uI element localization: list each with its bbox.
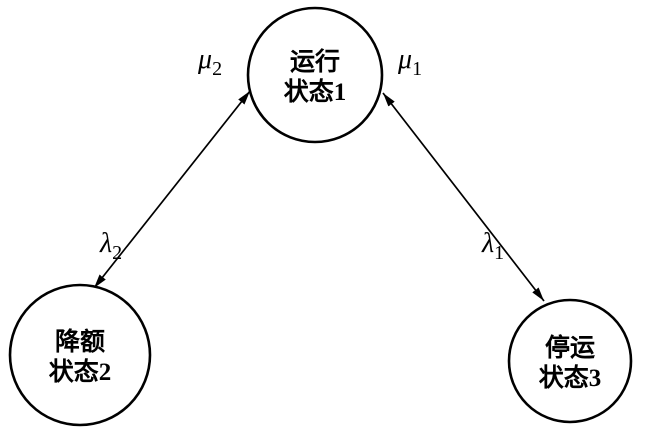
lambda1-subscript: 1 bbox=[494, 242, 504, 264]
state-2-circle bbox=[8, 283, 152, 427]
state-2-label-line2: 状态2 bbox=[49, 358, 112, 386]
state-2-label-line1: 降额 bbox=[55, 328, 105, 356]
mu2-symbol: μ bbox=[197, 44, 212, 75]
lambda2-subscript: 2 bbox=[112, 242, 122, 264]
lambda1-symbol: λ bbox=[481, 228, 494, 259]
state-1-label-line1: 运行 bbox=[290, 48, 340, 76]
mu1-symbol: μ bbox=[397, 44, 412, 75]
lambda2-symbol: λ bbox=[99, 228, 112, 259]
state-3-label-line2: 状态3 bbox=[539, 364, 602, 392]
state-1-circle bbox=[246, 6, 384, 144]
state-1-label-line2: 状态1 bbox=[284, 78, 347, 106]
mu1-subscript: 1 bbox=[412, 58, 422, 80]
transition-label-lambda1: λ1 bbox=[481, 228, 504, 264]
state-2-label: 降额状态2 bbox=[49, 328, 112, 386]
transition-label-mu2: μ2 bbox=[197, 44, 222, 80]
state-3-label-line1: 停运 bbox=[545, 333, 595, 362]
state-1-label: 运行状态1 bbox=[284, 48, 347, 106]
transition-arrow-state1-state3 bbox=[382, 92, 545, 302]
transition-label-mu1: μ1 bbox=[397, 44, 422, 80]
transition-arrow-state1-state2 bbox=[93, 90, 251, 289]
transition-label-lambda2: λ2 bbox=[99, 228, 122, 264]
state-3-label: 停运状态3 bbox=[539, 333, 602, 392]
state-3-circle bbox=[507, 298, 633, 424]
mu2-subscript: 2 bbox=[212, 58, 222, 80]
